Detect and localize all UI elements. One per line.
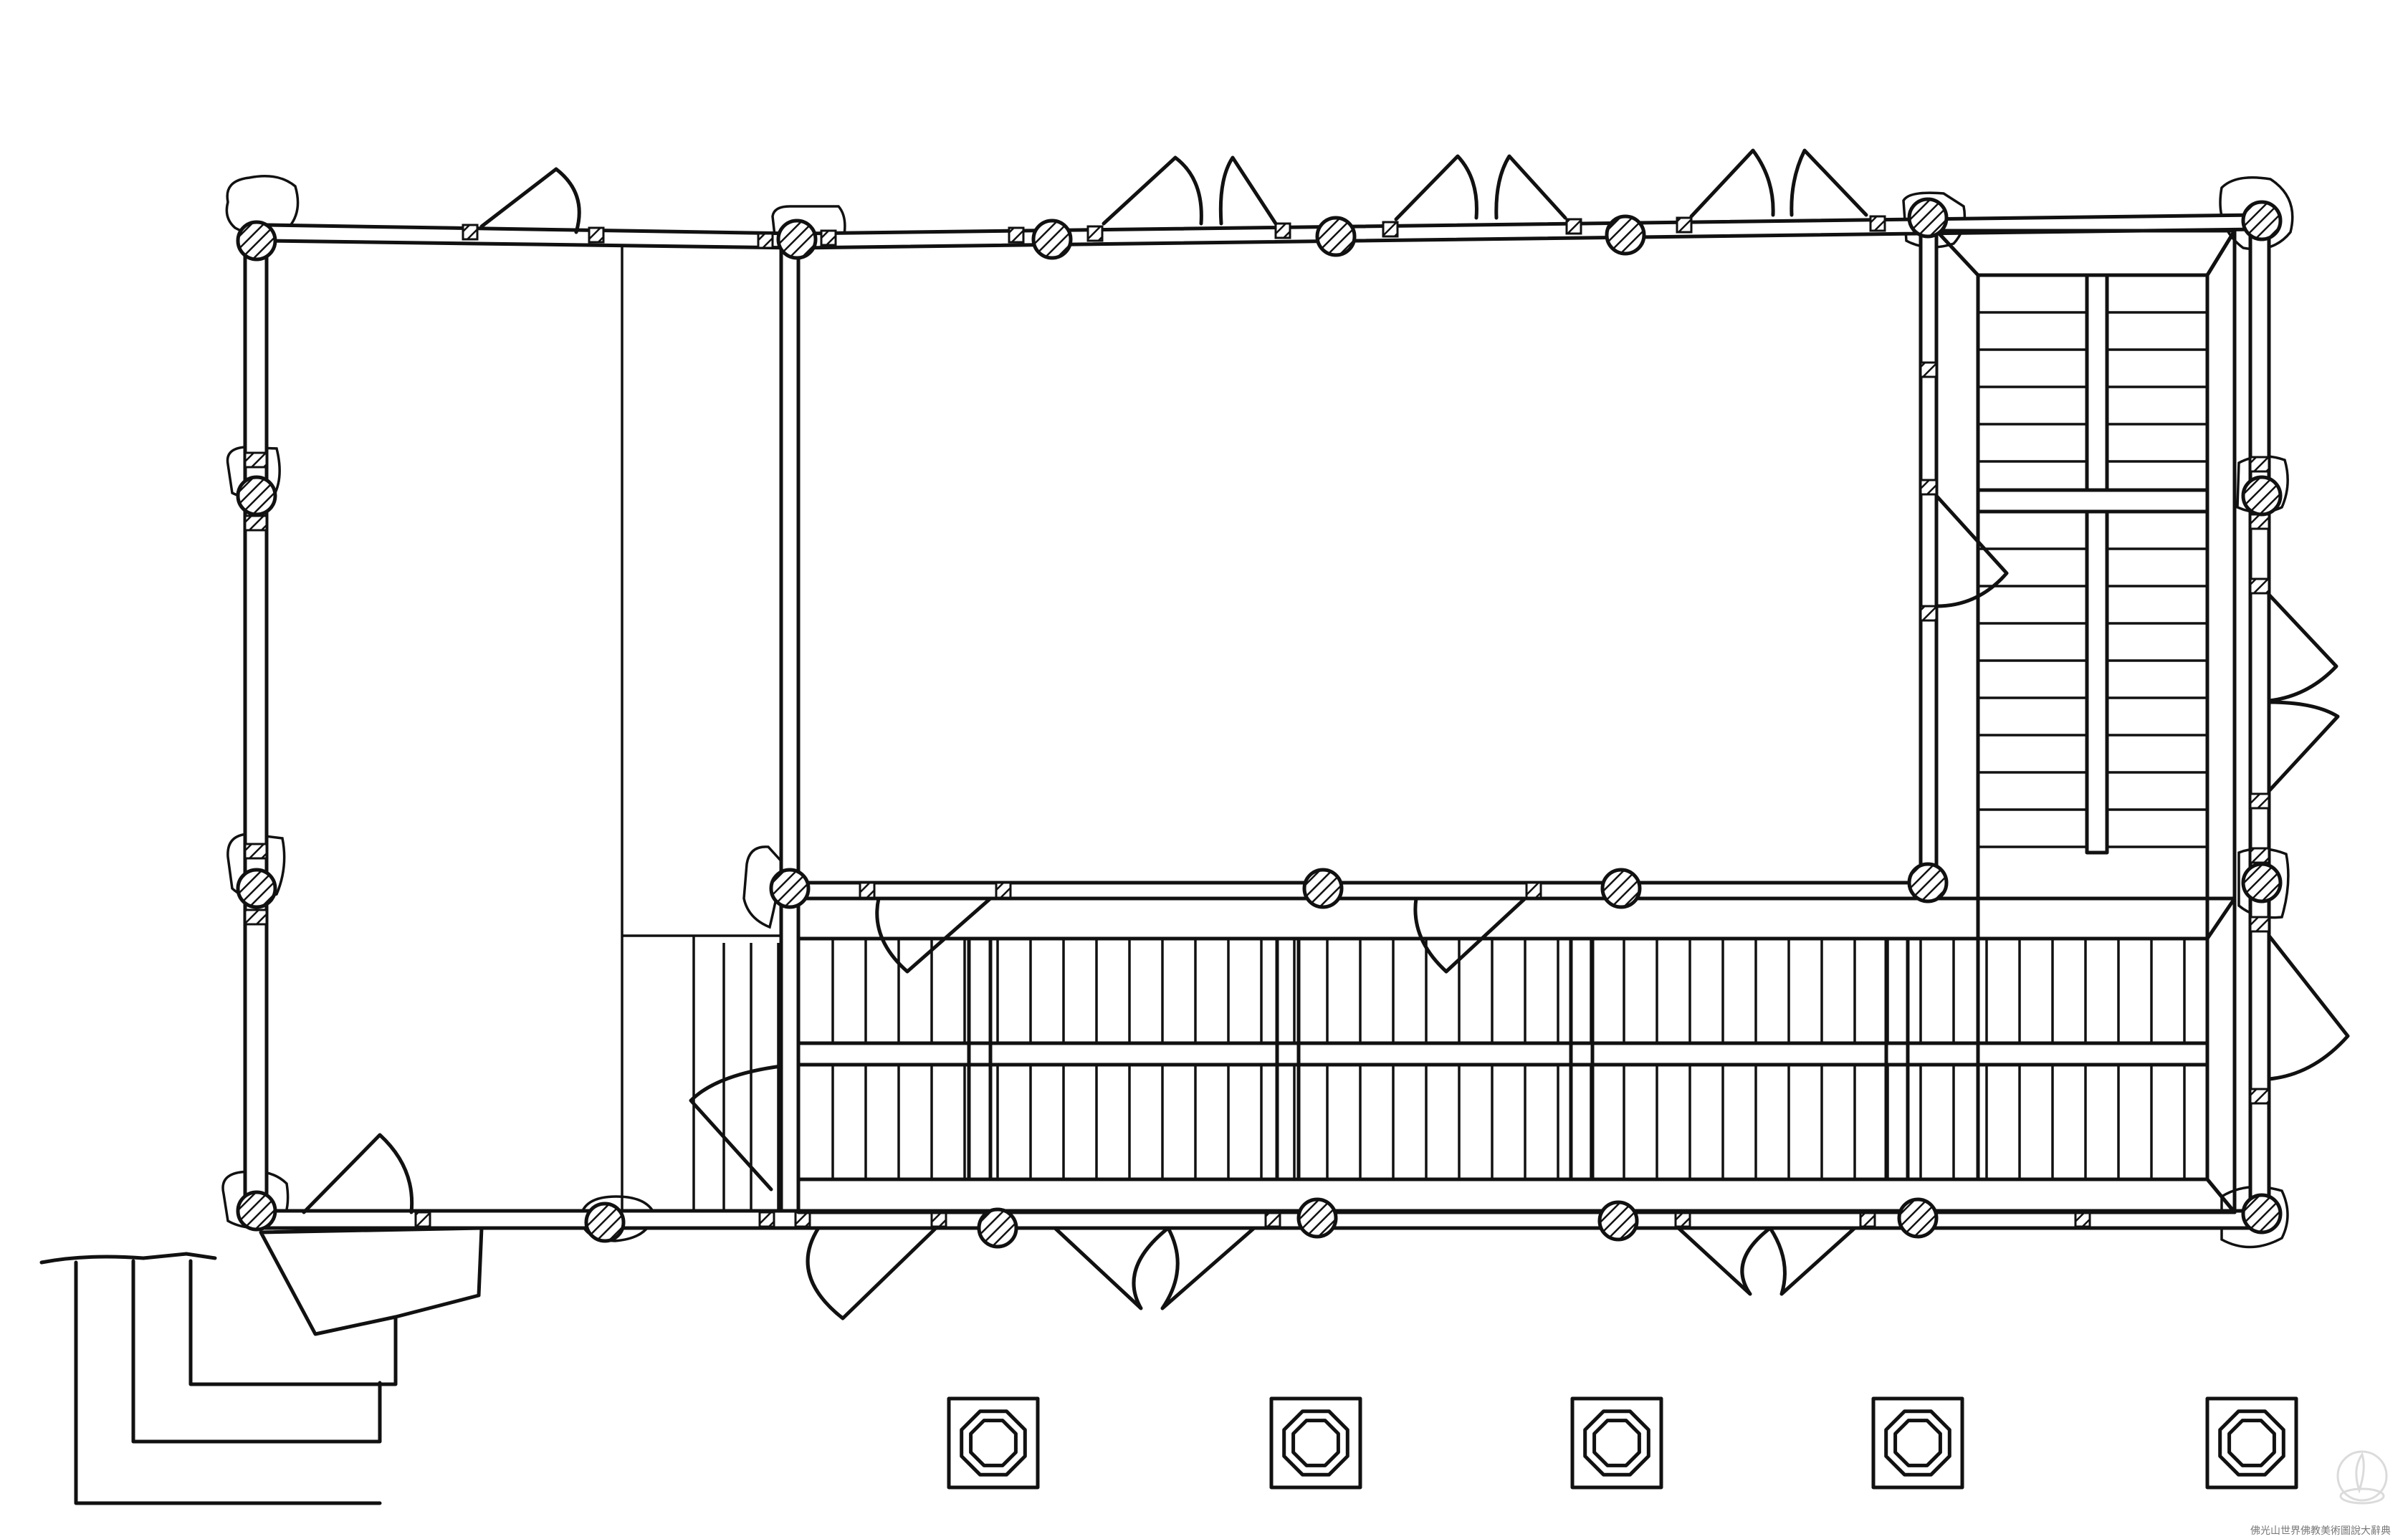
plinth [1570, 1396, 1663, 1490]
plinth-octagon-outer [1884, 1409, 1951, 1477]
column-footings [221, 175, 2294, 1249]
plinth-octagon-outer [1282, 1409, 1349, 1477]
column [1315, 216, 1357, 257]
watermark-text: 佛光山世界佛教美術圖說大辭典 [2250, 1525, 2391, 1537]
plinth [2205, 1396, 2298, 1490]
plinth-base [947, 1396, 1040, 1490]
plinth-octagon-outer [1583, 1409, 1650, 1477]
platform-post [1275, 936, 1301, 1181]
column [2241, 475, 2283, 517]
column [236, 1190, 277, 1232]
exterior-walls [243, 213, 2271, 1230]
plinth-base [1570, 1396, 1663, 1490]
column [977, 1207, 1018, 1249]
column [1897, 1197, 1939, 1239]
doors [259, 148, 2350, 1336]
column [236, 475, 277, 517]
entry-steps [39, 1252, 398, 1505]
column [1597, 1200, 1639, 1242]
platform-post [1569, 936, 1595, 1181]
plinth-octagon-inner [969, 1419, 1018, 1467]
plinth-base [1269, 1396, 1362, 1490]
plinth-octagon-inner [1893, 1419, 1942, 1467]
column [2241, 862, 2283, 903]
column [2241, 1193, 2283, 1234]
column [236, 868, 277, 909]
platform-post [1884, 936, 1910, 1181]
column [1031, 219, 1073, 260]
column [1907, 862, 1949, 903]
columns [236, 197, 2283, 1249]
column [776, 219, 818, 260]
plinth-octagon-outer [2218, 1409, 2285, 1477]
watermark-logo [2255, 1426, 2391, 1533]
plinth [1871, 1396, 1964, 1490]
plinth-octagon-outer [960, 1409, 1027, 1477]
column [769, 868, 811, 909]
column [1605, 214, 1646, 256]
column [1302, 868, 1344, 909]
plinth-base [1871, 1396, 1964, 1490]
column [1600, 868, 1642, 909]
plinth-octagon-inner [2227, 1419, 2276, 1467]
column [1907, 197, 1949, 239]
jambs [244, 215, 2270, 1228]
platform-post [967, 936, 993, 1181]
column [1296, 1197, 1338, 1239]
plinth [947, 1396, 1040, 1490]
exterior-plinths [947, 1396, 2298, 1490]
column [2241, 200, 2283, 241]
plinth [1269, 1396, 1362, 1490]
column [236, 220, 277, 262]
column [584, 1202, 626, 1243]
plinth-octagon-inner [1291, 1419, 1340, 1467]
buddha-logo-icon [2336, 1450, 2388, 1505]
plinth-base [2205, 1396, 2298, 1490]
plinth-octagon-inner [1592, 1419, 1641, 1467]
platform-south [722, 896, 2237, 1214]
